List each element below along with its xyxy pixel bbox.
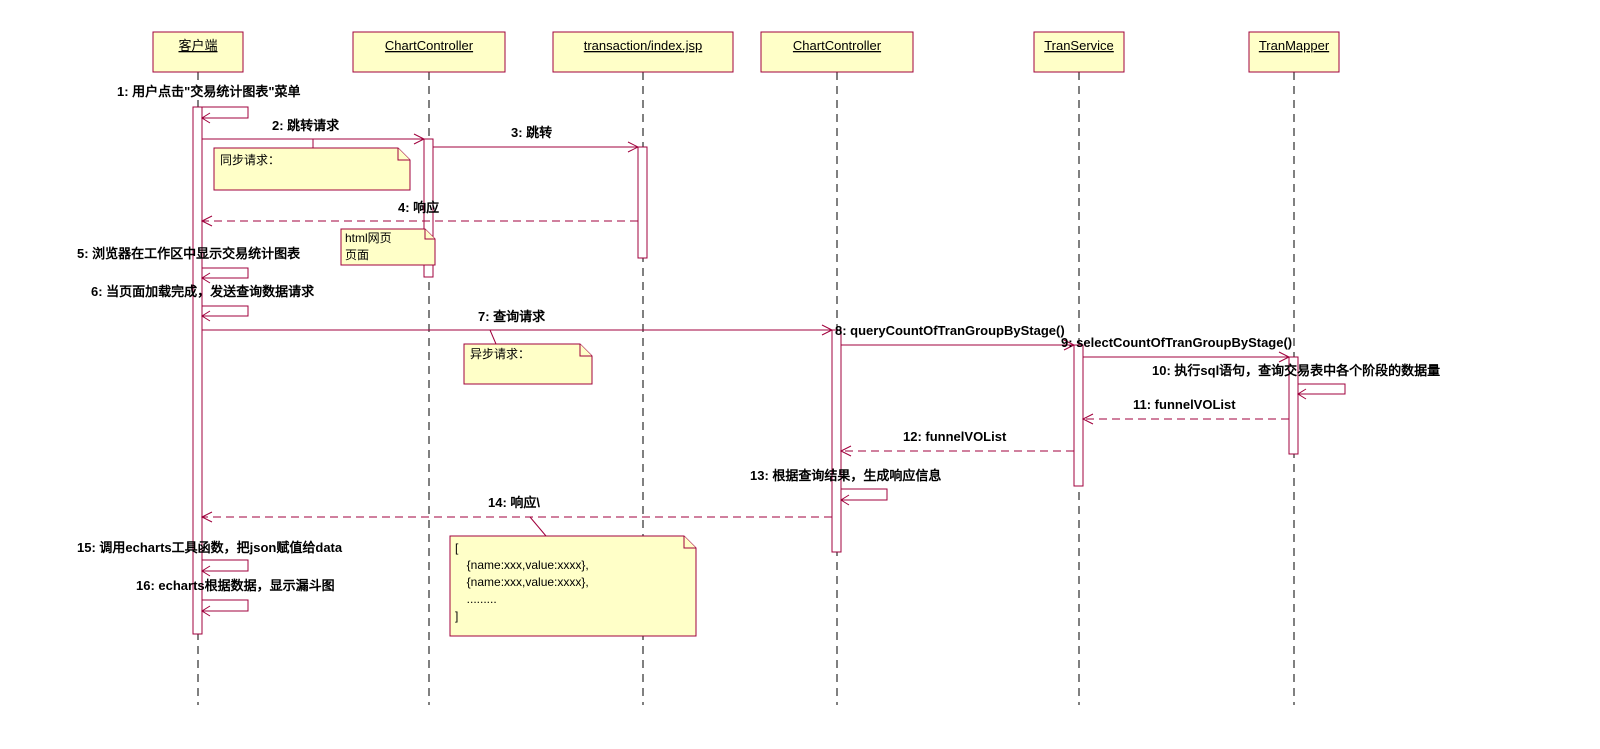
message-label: 5: 浏览器在工作区中显示交易统计图表 [77, 246, 301, 261]
note-text: 同步请求： [220, 153, 280, 167]
message-label: 7: 查询请求 [478, 309, 546, 324]
note-json-sample[interactable]: [ {name:xxx,value:xxxx}, {name:xxx,value… [449, 516, 697, 637]
message-label: 16: echarts根据数据，显示漏斗图 [136, 578, 335, 593]
note-sync-request[interactable]: 同步请求： [213, 139, 411, 191]
object-index-jsp[interactable]: transaction/index.jsp [552, 31, 734, 73]
message-10[interactable]: 10: 执行sql语句，查询交易表中各个阶段的数据量 [1152, 363, 1440, 400]
message-label: 10: 执行sql语句，查询交易表中各个阶段的数据量 [1152, 363, 1440, 378]
message-label: 3: 跳转 [511, 125, 552, 140]
message-label: 14: 响应\ [488, 495, 540, 510]
note-text: ] [455, 609, 458, 623]
object-chartcontroller-1[interactable]: ChartController [352, 31, 506, 73]
note-text: 异步请求： [470, 347, 530, 361]
message-label: 2: 跳转请求 [272, 118, 340, 133]
object-tranmapper[interactable]: TranMapper [1248, 31, 1340, 73]
note-text: {name:xxx,value:xxxx}, [460, 558, 589, 572]
object-label: TranMapper [1259, 38, 1330, 53]
note-html-page[interactable]: html网页 页面 [340, 228, 436, 266]
message-label: 11: funnelVOList [1133, 397, 1236, 412]
activation-transervice [1073, 344, 1084, 487]
message-label: 6: 当页面加载完成，发送查询数据请求 [91, 284, 315, 299]
activation-chartcontroller-1 [423, 138, 434, 278]
note-text: 页面 [345, 248, 369, 262]
activation-index-jsp [637, 146, 648, 259]
object-label: ChartController [793, 38, 882, 53]
object-label: transaction/index.jsp [584, 38, 703, 53]
message-6[interactable]: 6: 当页面加载完成，发送查询数据请求 [91, 284, 315, 322]
message-15[interactable]: 15: 调用echarts工具函数，把json赋值给data [77, 540, 343, 577]
message-8[interactable]: 8: queryCountOfTranGroupByStage() [835, 323, 1076, 351]
message-label: 15: 调用echarts工具函数，把json赋值给data [77, 540, 343, 555]
message-3[interactable]: 3: 跳转 [433, 125, 640, 153]
object-label: ChartController [385, 38, 474, 53]
note-text: ......... [460, 592, 497, 606]
message-label: 9: selectCountOfTranGroupByStage() [1061, 335, 1292, 350]
message-14[interactable]: 14: 响应\ [200, 495, 832, 523]
message-5[interactable]: 5: 浏览器在工作区中显示交易统计图表 [77, 246, 301, 284]
message-4[interactable]: 4: 响应 [200, 200, 638, 227]
object-transervice[interactable]: TranService [1033, 31, 1125, 73]
note-text: html网页 [345, 231, 392, 245]
note-text: {name:xxx,value:xxxx}, [460, 575, 589, 589]
message-label: 12: funnelVOList [903, 429, 1007, 444]
activation-client [192, 106, 203, 635]
note-async-request[interactable]: 异步请求： [463, 329, 593, 385]
message-label: 4: 响应 [398, 200, 439, 215]
message-12[interactable]: 12: funnelVOList [839, 429, 1074, 457]
activation-tranmapper [1288, 356, 1299, 455]
object-label: TranService [1044, 38, 1114, 53]
message-16[interactable]: 16: echarts根据数据，显示漏斗图 [136, 578, 335, 617]
message-11[interactable]: 11: funnelVOList [1081, 397, 1289, 425]
message-label: 1: 用户点击"交易统计图表"菜单 [117, 84, 301, 99]
message-9[interactable]: 9: selectCountOfTranGroupByStage() [1061, 335, 1292, 363]
object-client[interactable]: 客户端 [152, 31, 244, 73]
activation-chartcontroller-2 [831, 329, 842, 553]
object-chartcontroller-2[interactable]: ChartController [760, 31, 914, 73]
message-7[interactable]: 7: 查询请求 [202, 309, 834, 336]
message-1[interactable]: 1: 用户点击"交易统计图表"菜单 [117, 84, 301, 124]
note-text: [ [455, 541, 459, 555]
message-label: 13: 根据查询结果，生成响应信息 [750, 468, 941, 483]
message-label: 8: queryCountOfTranGroupByStage() [835, 323, 1065, 338]
object-label: 客户端 [178, 38, 217, 53]
message-13[interactable]: 13: 根据查询结果，生成响应信息 [750, 468, 941, 506]
